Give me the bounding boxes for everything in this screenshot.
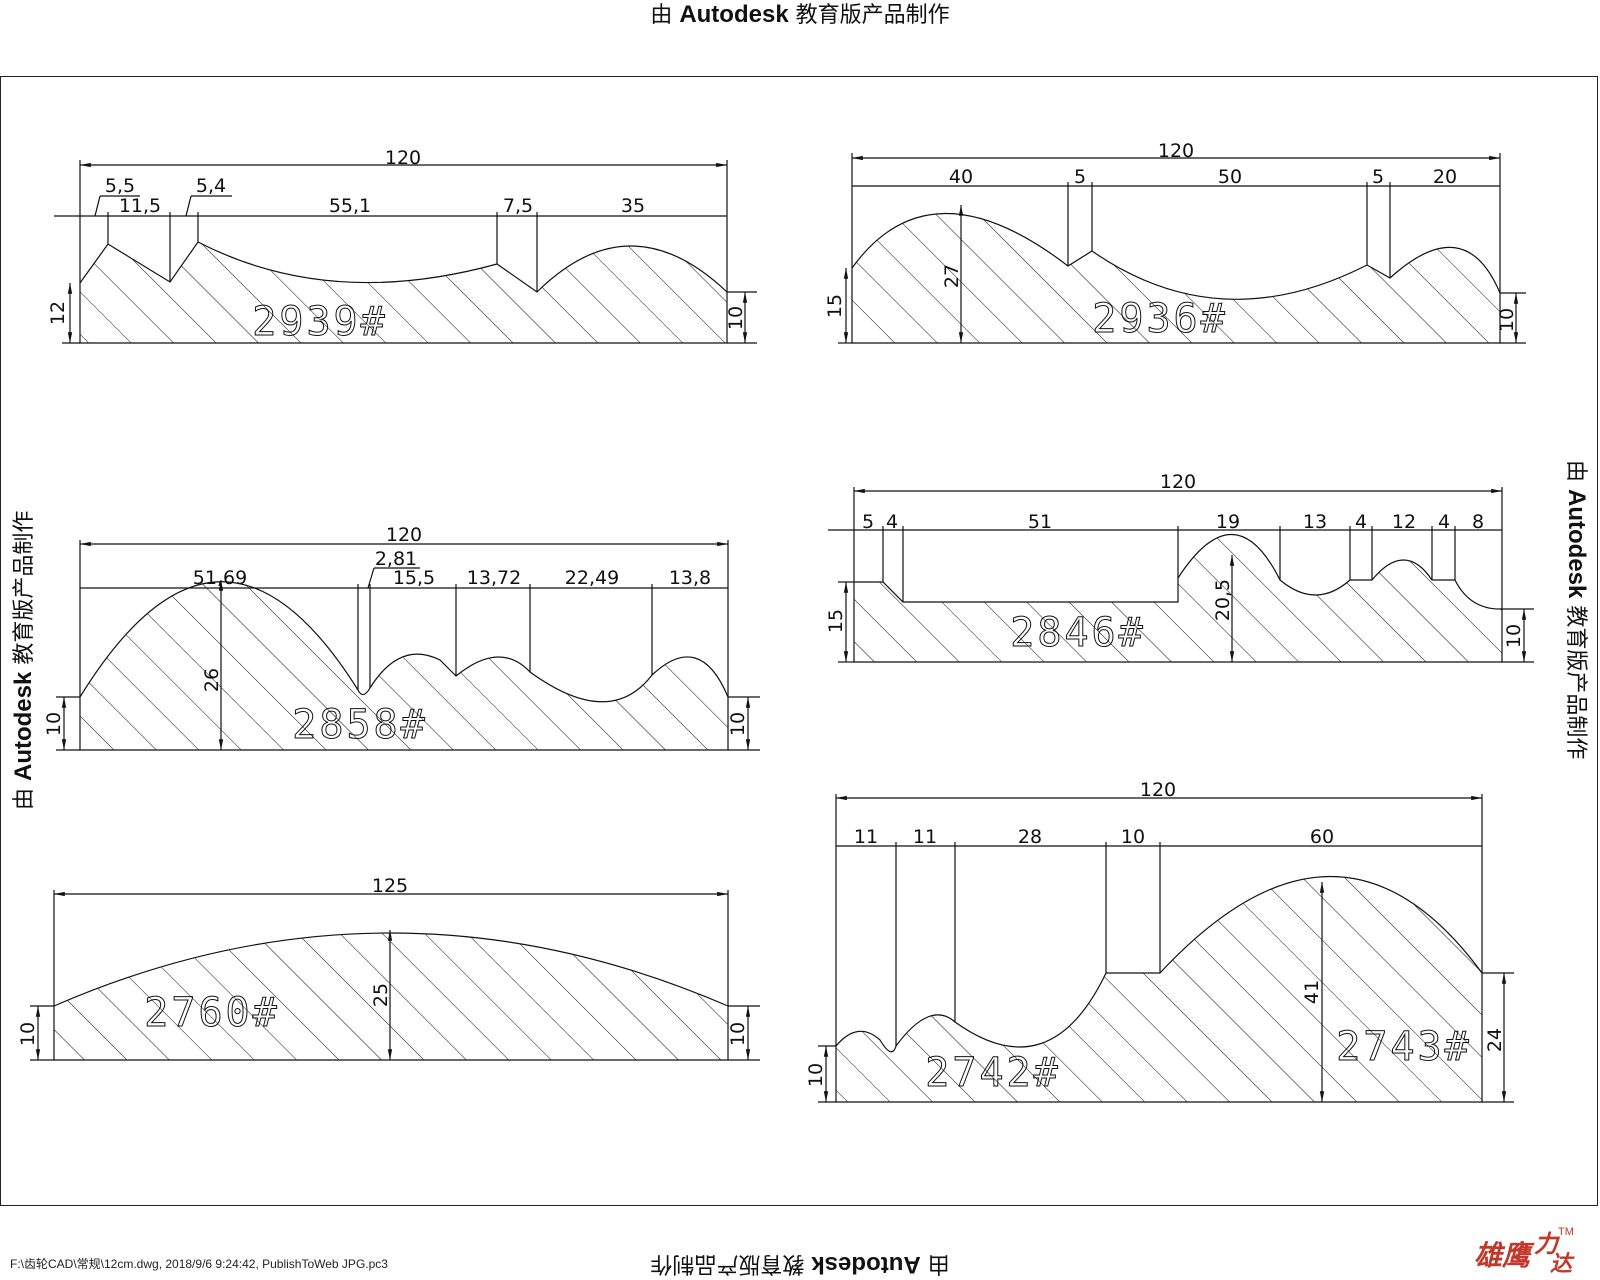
p2742-right-height: 24: [1484, 1028, 1506, 1052]
p2936-seg-5: 20: [1433, 166, 1457, 188]
p2760-left-height: 10: [17, 1022, 39, 1046]
p2846-overall: 120: [1160, 471, 1196, 493]
p2936-seg-3: 50: [1218, 166, 1242, 188]
p2936-seg-2: 5: [1074, 166, 1086, 188]
p2742-overall: 120: [1140, 779, 1176, 801]
p2936-seg-4: 5: [1372, 166, 1384, 188]
p2760-overall: 125: [372, 875, 408, 897]
p2846-peak-height: 20,5: [1212, 579, 1234, 621]
p2742-left-height: 10: [805, 1063, 827, 1087]
p2858-left-height: 10: [43, 712, 65, 736]
p2939-seg-2: 11,5: [119, 195, 161, 217]
p2846-seg-3: 51: [1028, 511, 1052, 533]
p2742-seg-4: 10: [1121, 826, 1145, 848]
p2742-seg-5: 60: [1310, 826, 1334, 848]
p2846-right-height: 10: [1503, 624, 1525, 648]
p2846-seg-1: 5: [862, 511, 874, 533]
p2939-right-height: 10: [725, 306, 747, 330]
p2846-seg-4: 19: [1216, 511, 1240, 533]
p2858-label: 2858#: [292, 702, 427, 748]
p2936-label: 2936#: [1092, 296, 1227, 342]
p2939-left-height: 12: [47, 301, 69, 325]
file-path-footer: F:\齿轮CAD\常规\12cm.dwg, 2018/9/6 9:24:42, …: [10, 1257, 388, 1271]
profile-2846: [828, 487, 1534, 663]
p2939-seg-6: 35: [621, 195, 645, 217]
p2939-seg-5: 7,5: [503, 195, 533, 217]
p2858-overall: 120: [386, 524, 422, 546]
p2939-seg-4: 55,1: [329, 195, 371, 217]
profile-2936-shape: [851, 213, 1501, 344]
p2939-seg-1: 5,5: [105, 175, 135, 197]
p2939-seg-3: 5,4: [196, 175, 226, 197]
p2936-seg-1: 40: [949, 166, 973, 188]
p2846-seg-7: 12: [1392, 511, 1416, 533]
profile-2858: [56, 540, 760, 751]
p2846-left-height: 15: [825, 609, 847, 633]
profile-2760: [30, 890, 760, 1061]
p2858-seg-1: 51,69: [193, 567, 247, 589]
p2846-label: 2846#: [1010, 610, 1145, 656]
p2936-overall: 120: [1158, 140, 1194, 162]
p2846-seg-2: 4: [886, 511, 898, 533]
p2742-seg-3: 28: [1018, 826, 1042, 848]
p2936-right-height: 10: [1496, 308, 1518, 332]
profile-2939-shape: [79, 241, 728, 344]
p2939-overall: 120: [385, 147, 421, 169]
p2760-peak-height: 25: [370, 983, 392, 1007]
p2939-label: 2939#: [252, 299, 387, 345]
p2858-peak-height: 26: [201, 668, 223, 692]
profile-2936: [838, 153, 1526, 344]
p2858-right-height: 10: [727, 712, 749, 736]
profile-2939: [54, 160, 757, 344]
p2760-right-height: 10: [727, 1022, 749, 1046]
p2760-label: 2760#: [144, 990, 279, 1036]
p2846-seg-9: 8: [1472, 511, 1484, 533]
p2936-peak-height: 27: [941, 264, 963, 288]
drawing-frame: [0, 76, 1598, 1206]
brand-logo: 雄鹰 力 达 TM: [1474, 1226, 1574, 1277]
profile-2846-shape: [853, 533, 1503, 663]
p2858-seg-5: 22,49: [565, 567, 619, 589]
p2846-seg-5: 13: [1303, 511, 1327, 533]
p2742-peak-height: 41: [1301, 980, 1323, 1004]
p2846-seg-6: 4: [1355, 511, 1367, 533]
p2858-seg-2: 2,81: [375, 548, 417, 570]
p2858-seg-6: 13,8: [669, 567, 711, 589]
profile-2742: [818, 794, 1514, 1103]
p2742-seg-1: 11: [854, 826, 878, 848]
watermark-top: 由 Autodesk 教育版产品制作: [650, 1, 950, 28]
p2742-label: 2742#: [925, 1050, 1060, 1096]
p2858-seg-4: 13,72: [467, 567, 521, 589]
p2936-left-height: 15: [824, 294, 846, 318]
p2858-seg-3: 15,5: [393, 567, 435, 589]
p2846-seg-8: 4: [1438, 511, 1450, 533]
p2742-seg-2: 11: [913, 826, 937, 848]
p2743-label: 2743#: [1336, 1024, 1471, 1070]
